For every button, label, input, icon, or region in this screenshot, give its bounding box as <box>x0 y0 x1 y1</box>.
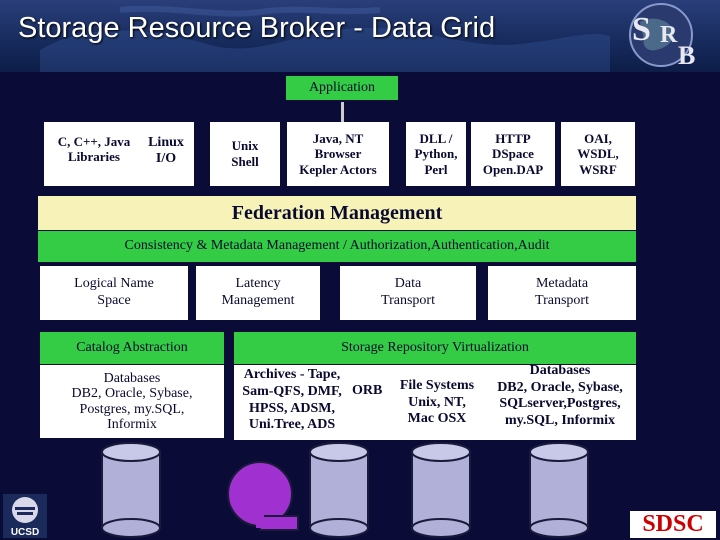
logical-name-space-box: Logical Name Space <box>40 266 188 320</box>
catalog-databases-label: Databases DB2, Oracle, Sybase, Postgres,… <box>71 370 193 432</box>
http-label: HTTP DSpace Open.DAP <box>482 130 544 177</box>
java-nt-label: Java, NT Browser Kepler Actors <box>299 130 377 177</box>
tape-archive-icon <box>227 461 299 531</box>
svg-text:B: B <box>678 41 695 68</box>
consistency-bar: Consistency & Metadata Management / Auth… <box>38 231 636 262</box>
archive-storage-icon <box>309 442 369 538</box>
data-transport-label: Data Transport <box>381 276 435 308</box>
c-libraries-box <box>44 122 194 186</box>
http-box: HTTP DSpace Open.DAP <box>471 122 555 186</box>
oai-label: OAI, WSDL, WSRF <box>577 130 619 177</box>
svg-text:UCSD: UCSD <box>11 527 39 538</box>
metadata-transport-label: Metadata Transport <box>535 276 589 308</box>
header-banner: Storage Resource Broker - Data Grid S R … <box>0 0 720 72</box>
latency-management-box: Latency Management <box>196 266 320 320</box>
application-connector <box>341 102 344 124</box>
storage-virtualization-bar: Storage Repository Virtualization <box>234 332 636 364</box>
application-label: Application <box>308 79 376 95</box>
java-nt-box: Java, NT Browser Kepler Actors <box>287 122 389 186</box>
storage-white-box <box>234 365 636 440</box>
dll-box: DLL / Python, Perl <box>406 122 466 186</box>
storage-title: Storage Repository Virtualization <box>341 339 529 355</box>
svg-text:S: S <box>632 11 651 48</box>
svg-text:R: R <box>660 22 678 48</box>
file-system-storage-icon <box>411 442 471 538</box>
federation-management-bar: Federation Management <box>38 196 636 230</box>
latency-label: Latency Management <box>221 276 295 308</box>
file-systems-label: File Systems Unix, NT, Mac OSX <box>399 378 475 427</box>
storage-databases-label: Databases DB2, Oracle, Sybase, SQLserver… <box>497 363 623 428</box>
data-transport-box: Data Transport <box>340 266 476 320</box>
page-title: Storage Resource Broker - Data Grid <box>18 12 496 44</box>
metadata-transport-box: Metadata Transport <box>488 266 636 320</box>
srb-logo: S R B <box>629 3 695 68</box>
logical-name-label: Logical Name Space <box>74 276 154 308</box>
unix-shell-label: Unix Shell <box>231 138 259 169</box>
unix-shell-box: Unix Shell <box>210 122 280 186</box>
catalog-databases-box: Databases DB2, Oracle, Sybase, Postgres,… <box>40 365 224 438</box>
world-map-graphic <box>40 5 610 72</box>
archives-label: Archives - Tape, Sam-QFS, DMF, HPSS, ADS… <box>242 367 342 433</box>
orb-label: ORB <box>352 383 383 398</box>
catalog-database-icon <box>101 442 161 538</box>
catalog-title: Catalog Abstraction <box>76 339 188 355</box>
c-libraries-label: C, C++, Java Libraries <box>57 134 131 164</box>
linux-io-label: Linux I/O <box>148 135 184 167</box>
sdsc-logo: SDSC <box>630 511 716 538</box>
consistency-label: Consistency & Metadata Management / Auth… <box>124 238 550 254</box>
application-box: Application <box>286 76 398 100</box>
dll-label: DLL / Python, Perl <box>414 130 458 177</box>
oai-box: OAI, WSDL, WSRF <box>561 122 635 186</box>
database-storage-icon <box>529 442 589 538</box>
federation-label: Federation Management <box>231 202 443 224</box>
ucsd-logo: UCSD <box>3 494 47 538</box>
catalog-abstraction-bar: Catalog Abstraction <box>40 332 224 364</box>
